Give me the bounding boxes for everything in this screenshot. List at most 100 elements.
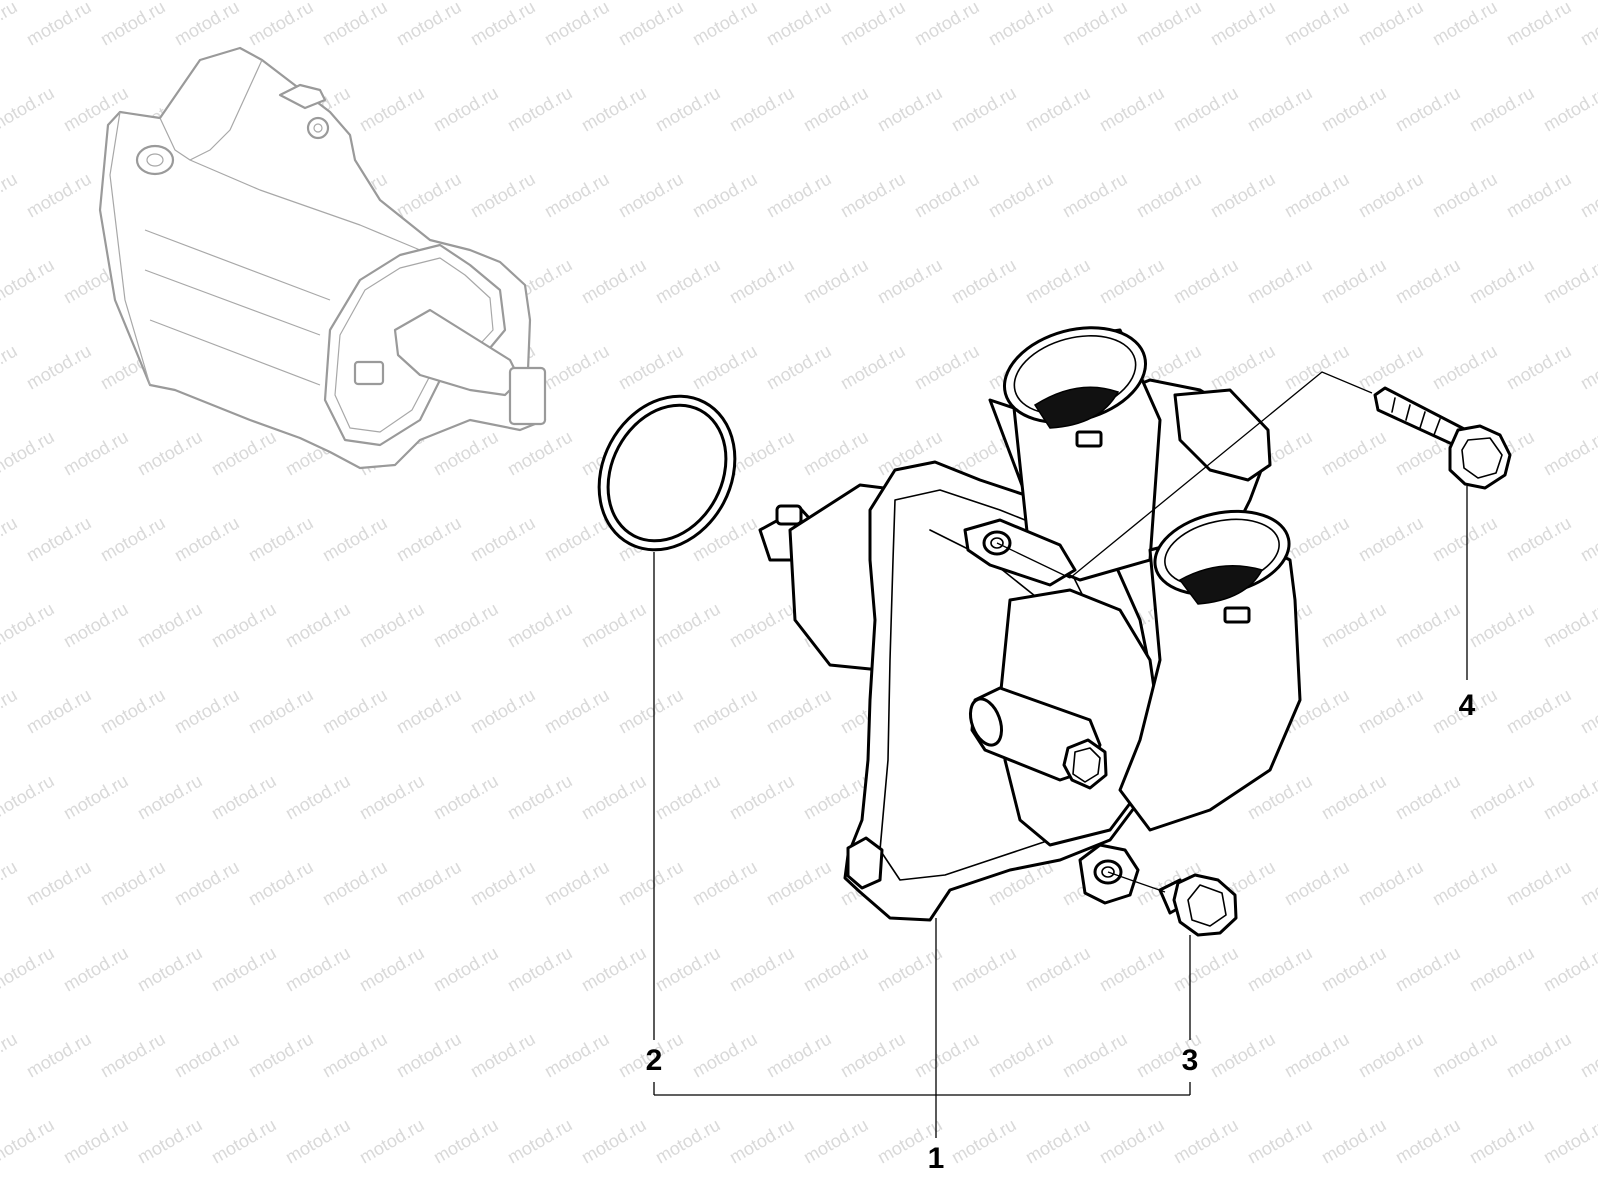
watermark-text: motod.ru xyxy=(319,857,391,910)
watermark-text: motod.ru xyxy=(1503,169,1575,222)
watermark-text: motod.ru xyxy=(615,857,687,910)
watermark-text: motod.ru xyxy=(1540,599,1598,652)
watermark-text: motod.ru xyxy=(948,943,1020,996)
watermark-text: motod.ru xyxy=(689,341,761,394)
watermark-text: motod.ru xyxy=(245,0,317,49)
watermark-text: motod.ru xyxy=(60,427,132,480)
watermark-text: motod.ru xyxy=(23,169,95,222)
watermark-text: motod.ru xyxy=(282,771,354,824)
watermark-text: motod.ru xyxy=(1096,943,1168,996)
watermark-text: motod.ru xyxy=(1281,0,1353,49)
watermark-text: motod.ru xyxy=(874,943,946,996)
watermark-text: motod.ru xyxy=(911,169,983,222)
watermark-text: motod.ru xyxy=(985,1029,1057,1082)
watermark-text: motod.ru xyxy=(393,1029,465,1082)
watermark-text: motod.ru xyxy=(948,255,1020,308)
watermark-text: motod.ru xyxy=(1281,341,1353,394)
watermark-text: motod.ru xyxy=(1503,1029,1575,1082)
watermark-text: motod.ru xyxy=(1577,0,1598,49)
watermark-text: motod.ru xyxy=(245,685,317,738)
watermark-text: motod.ru xyxy=(393,857,465,910)
watermark-text: motod.ru xyxy=(1466,1115,1538,1168)
watermark-text: motod.ru xyxy=(1207,1029,1279,1082)
watermark-text: motod.ru xyxy=(837,169,909,222)
watermark-text: motod.ru xyxy=(356,1115,428,1168)
watermark-text: motod.ru xyxy=(1022,943,1094,996)
watermark-text: motod.ru xyxy=(985,169,1057,222)
watermark-text: motod.ru xyxy=(23,685,95,738)
watermark-text: motod.ru xyxy=(208,427,280,480)
watermark-text: motod.ru xyxy=(689,1029,761,1082)
watermark-text: motod.ru xyxy=(1392,599,1464,652)
watermark-text: motod.ru xyxy=(1577,341,1598,394)
watermark-text: motod.ru xyxy=(1577,857,1598,910)
watermark-text: motod.ru xyxy=(726,427,798,480)
watermark-text: motod.ru xyxy=(1281,513,1353,566)
watermark-text: motod.ru xyxy=(1133,0,1205,49)
watermark-text: motod.ru xyxy=(1577,1029,1598,1082)
watermark-text: motod.ru xyxy=(763,169,835,222)
short-bolt-part xyxy=(1158,873,1238,937)
watermark-text: motod.ru xyxy=(726,1115,798,1168)
watermark-text: motod.ru xyxy=(652,943,724,996)
watermark-text: motod.ru xyxy=(1503,857,1575,910)
watermark-text: motod.ru xyxy=(1096,83,1168,136)
watermark-text: motod.ru xyxy=(615,0,687,49)
watermark-text: motod.ru xyxy=(1244,255,1316,308)
watermark-text: motod.ru xyxy=(874,83,946,136)
watermark-text: motod.ru xyxy=(430,1115,502,1168)
watermark-text: motod.ru xyxy=(1355,513,1427,566)
watermark-text: motod.ru xyxy=(356,599,428,652)
watermark-text: motod.ru xyxy=(282,1115,354,1168)
watermark-text: motod.ru xyxy=(1392,1115,1464,1168)
watermark-text: motod.ru xyxy=(0,427,58,480)
watermark-text: motod.ru xyxy=(1059,1029,1131,1082)
watermark-text: motod.ru xyxy=(208,771,280,824)
watermark-text: motod.ru xyxy=(134,1115,206,1168)
watermark-text: motod.ru xyxy=(1503,513,1575,566)
callout-3: 3 xyxy=(1182,1044,1199,1077)
watermark-text: motod.ru xyxy=(911,0,983,49)
watermark-text: motod.ru xyxy=(615,685,687,738)
watermark-text: motod.ru xyxy=(837,1029,909,1082)
watermark-text: motod.ru xyxy=(1318,255,1390,308)
watermark-text: motod.ru xyxy=(578,771,650,824)
watermark-text: motod.ru xyxy=(0,1029,21,1082)
watermark-text: motod.ru xyxy=(467,857,539,910)
vacuum-pump-assembly xyxy=(98,46,547,470)
watermark-text: motod.ru xyxy=(578,599,650,652)
watermark-text: motod.ru xyxy=(763,341,835,394)
watermark-text: motod.ru xyxy=(1170,1115,1242,1168)
watermark-text: motod.ru xyxy=(541,513,613,566)
watermark-text: motod.ru xyxy=(208,599,280,652)
watermark-text: motod.ru xyxy=(1540,943,1598,996)
watermark-text: motod.ru xyxy=(467,513,539,566)
watermark-text: motod.ru xyxy=(578,255,650,308)
watermark-text: motod.ru xyxy=(171,685,243,738)
watermark-text: motod.ru xyxy=(467,685,539,738)
watermark-text: motod.ru xyxy=(245,513,317,566)
callout-4: 4 xyxy=(1459,689,1476,722)
watermark-text: motod.ru xyxy=(1540,427,1598,480)
watermark-text: motod.ru xyxy=(97,513,169,566)
watermark-text: motod.ru xyxy=(134,771,206,824)
watermark-text: motod.ru xyxy=(1355,685,1427,738)
watermark-text: motod.ru xyxy=(1540,1115,1598,1168)
watermark-text: motod.ru xyxy=(652,771,724,824)
watermark-text: motod.ru xyxy=(208,943,280,996)
watermark-text: motod.ru xyxy=(1244,1115,1316,1168)
watermark-text: motod.ru xyxy=(1059,169,1131,222)
watermark-text: motod.ru xyxy=(504,771,576,824)
watermark-text: motod.ru xyxy=(689,857,761,910)
watermark-text: motod.ru xyxy=(1318,427,1390,480)
watermark-text: motod.ru xyxy=(0,0,21,49)
watermark-text: motod.ru xyxy=(504,943,576,996)
watermark-text: motod.ru xyxy=(319,0,391,49)
watermark-text: motod.ru xyxy=(1466,771,1538,824)
watermark-text: motod.ru xyxy=(1429,513,1501,566)
watermark-text: motod.ru xyxy=(319,685,391,738)
watermark-text: motod.ru xyxy=(1207,169,1279,222)
watermark-text: motod.ru xyxy=(948,83,1020,136)
watermark-text: motod.ru xyxy=(578,83,650,136)
watermark-text: motod.ru xyxy=(23,341,95,394)
